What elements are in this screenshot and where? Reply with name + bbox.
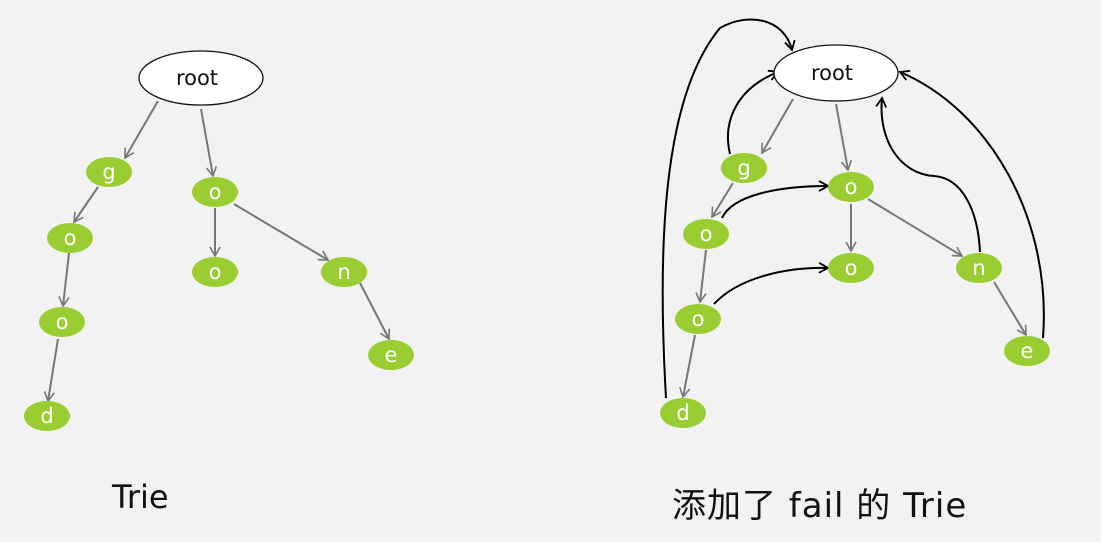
left-node-o4: o	[192, 257, 238, 287]
left-node-o4-label: o	[209, 260, 222, 284]
left-node-o1: o	[47, 223, 93, 253]
right-edge-o3-n	[867, 198, 964, 257]
left-edge-g-o1	[73, 186, 99, 224]
right-node-g-label: g	[737, 156, 750, 180]
left-node-d-label: d	[40, 404, 53, 428]
right-node-o4-label: o	[845, 256, 858, 280]
left-node-o2: o	[39, 307, 85, 337]
left-edge-o1-o2	[58, 252, 70, 308]
right-node-o2: o	[675, 304, 721, 334]
left-node-o1-label: o	[64, 226, 77, 250]
right-edge-n-e	[993, 281, 1027, 337]
right-node-g: g	[721, 153, 767, 183]
right-trie: root g o o d o o n	[660, 18, 1050, 428]
left-node-e: e	[368, 340, 414, 370]
left-node-o3-label: o	[209, 180, 222, 204]
left-edge-root-o3	[200, 108, 218, 178]
left-edge-o2-d	[43, 338, 59, 403]
left-node-e-label: e	[385, 343, 398, 367]
right-node-n: n	[956, 253, 1002, 283]
left-node-g-label: g	[102, 160, 115, 184]
right-edge-g-o1	[711, 182, 734, 219]
fail-edge-n-root	[875, 96, 981, 253]
fail-edge-o1-o3	[721, 180, 830, 219]
left-edge-root-g	[124, 100, 159, 160]
left-node-o2-label: o	[56, 310, 69, 334]
right-root-node: root	[773, 44, 899, 102]
left-caption: Trie	[112, 478, 169, 516]
left-root-node: root	[138, 50, 264, 106]
right-node-e: e	[1004, 336, 1050, 366]
fail-edge-e-root	[898, 70, 1045, 339]
right-node-d-label: d	[676, 401, 689, 425]
left-tree-edges	[43, 100, 391, 403]
left-node-d: d	[24, 401, 70, 431]
right-edge-root-o3	[835, 103, 853, 172]
right-caption: 添加了 fail 的 Trie	[672, 486, 968, 526]
right-node-n-label: n	[972, 256, 985, 280]
right-tree-edges	[679, 98, 1027, 399]
right-fail-edges	[661, 18, 1045, 399]
fail-edge-o2-o4	[713, 261, 830, 305]
left-node-o3: o	[192, 177, 238, 207]
right-node-e-label: e	[1021, 339, 1034, 363]
right-node-o3-label: o	[845, 175, 858, 199]
left-node-n: n	[321, 257, 367, 287]
right-edge-o1-o2	[695, 249, 707, 304]
fail-edge-g-root	[727, 69, 780, 155]
left-trie: root g o o d o o n	[24, 50, 414, 431]
right-node-o1: o	[683, 219, 729, 249]
right-node-o1-label: o	[700, 222, 713, 246]
left-root-label: root	[176, 66, 218, 90]
right-edge-root-g	[761, 98, 794, 155]
left-edge-o3-n	[233, 203, 330, 261]
right-node-o3: o	[828, 172, 874, 202]
left-node-n-label: n	[337, 260, 350, 284]
right-root-label: root	[811, 61, 853, 85]
right-edge-o2-d	[679, 334, 696, 399]
right-node-d: d	[660, 398, 706, 428]
fail-edge-d-root	[661, 18, 796, 399]
left-node-g: g	[86, 157, 132, 187]
right-node-o2-label: o	[692, 307, 705, 331]
right-node-o4: o	[828, 253, 874, 283]
left-edge-n-e	[359, 282, 391, 341]
